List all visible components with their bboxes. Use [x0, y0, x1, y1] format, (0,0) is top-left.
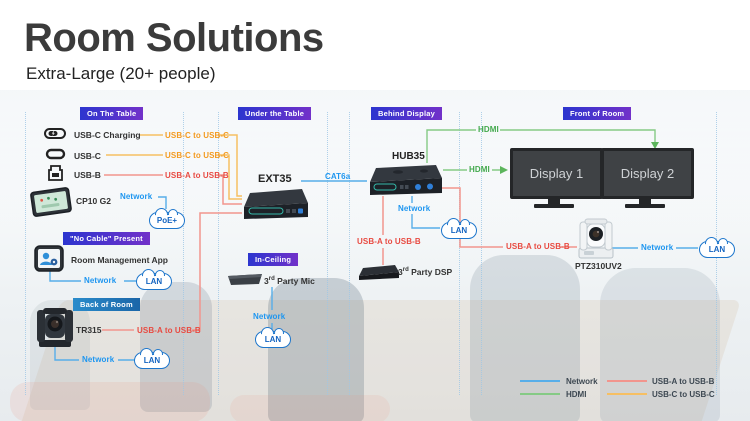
cable-label-cat6a: CAT6a	[325, 172, 351, 181]
legend-line-usb-ab	[607, 380, 647, 382]
poe-cloud: PoE+	[149, 212, 185, 229]
ptz-device-image	[578, 218, 614, 259]
hub-network-line	[411, 196, 440, 229]
section-divider	[459, 112, 460, 395]
section-divider	[25, 112, 26, 395]
lan-cloud-tr315: LAN	[134, 352, 170, 369]
legend-label-usb-ab: USB-A to USB-B	[652, 377, 715, 386]
dsp-label: 3rd Party DSP	[398, 267, 453, 277]
hub-to-ptz-cable	[442, 187, 577, 248]
cable-label-ptz-usb: USB-A to USB-B	[506, 242, 570, 251]
cable-label-usbc1: USB-C to USB-C	[165, 131, 230, 140]
section-badge-behind-display: Behind Display	[371, 107, 442, 120]
tr315-usb-cable	[102, 212, 242, 331]
legend-line-hdmi	[520, 393, 560, 395]
cable-label-usbab1: USB-A to USB-B	[165, 171, 229, 180]
legend-label-hdmi: HDMI	[566, 390, 587, 399]
mic-label: 3rd Party Mic	[264, 276, 315, 286]
legend-label-network: Network	[566, 377, 598, 386]
section-badge-on-the-table: On The Table	[80, 107, 144, 120]
cable-label-usbc2: USB-C to USB-C	[165, 151, 230, 160]
tr315-network-line	[54, 346, 134, 361]
usb-c-charging-icon	[44, 128, 66, 139]
app-network-line	[49, 271, 136, 282]
section-badge-no-cable-present: "No Cable" Present	[63, 232, 150, 245]
section-badge-back-of-room: Back of Room	[73, 298, 140, 311]
cable-label-hdmi-top: HDMI	[478, 125, 499, 134]
lan-cloud-ptz: LAN	[699, 241, 735, 258]
legend-line-network	[520, 380, 560, 382]
lan-cloud-app: LAN	[136, 273, 172, 290]
mic-device-image	[228, 274, 262, 285]
usb-c-charging-cable	[140, 134, 242, 197]
usb-c-icon	[45, 148, 66, 160]
tr315-device-image	[37, 308, 73, 347]
cable-label-cp10-network: Network	[120, 192, 153, 201]
usb-c-charging-label: USB-C Charging	[74, 130, 141, 140]
ext35-label: EXT35	[258, 173, 292, 185]
ptz-label: PTZ310UV2	[575, 261, 622, 271]
hub35-device-image	[370, 165, 442, 195]
room-app-icon	[34, 245, 64, 272]
room-app-label: Room Management App	[71, 255, 168, 265]
usb-b-cable	[104, 174, 242, 205]
lan-cloud-mic: LAN	[255, 331, 291, 348]
section-divider	[218, 112, 219, 395]
usb-c-label: USB-C	[74, 151, 101, 161]
cable-label-mic-network: Network	[253, 312, 286, 321]
cable-label-app-network: Network	[84, 276, 117, 285]
hub35-label: HUB35	[392, 151, 425, 162]
hdmi-line-display2	[426, 129, 656, 163]
dsp-device-image	[359, 265, 399, 280]
display-2-label: Display 2	[620, 166, 675, 181]
page-subtitle: Extra-Large (20+ people)	[26, 64, 216, 83]
display-2: Display 2	[601, 148, 694, 208]
section-divider	[183, 112, 184, 395]
legend-line-usb-cc	[607, 393, 647, 395]
ext35-device-image	[244, 189, 308, 219]
section-divider	[327, 112, 328, 395]
usb-b-icon	[48, 165, 63, 181]
section-badge-in-ceiling: In-Ceiling	[248, 253, 299, 266]
page-title: Room Solutions	[24, 16, 324, 60]
cp10-device-image	[30, 187, 72, 217]
section-badge-front-of-room: Front of Room	[563, 107, 632, 120]
cable-label-dsp-usb: USB-A to USB-B	[357, 237, 421, 246]
display-1-label: Display 1	[529, 166, 584, 181]
legend-label-usb-cc: USB-C to USB-C	[652, 390, 715, 399]
cp10-network-line	[158, 196, 167, 209]
cable-label-hdmi-mid: HDMI	[469, 165, 490, 174]
hdmi-arrowhead-display2	[651, 142, 659, 149]
cable-label-hub-network: Network	[398, 204, 431, 213]
hdmi-arrowhead-display1	[500, 166, 508, 174]
section-divider	[349, 112, 350, 395]
cp10-label: CP10 G2	[76, 196, 111, 206]
cable-label-ptz-network: Network	[641, 243, 674, 252]
display-1: Display 1	[510, 148, 603, 208]
usb-b-label: USB-B	[74, 170, 101, 180]
cable-label-tr315-usb: USB-A to USB-B	[137, 326, 201, 335]
usb-c-cable	[106, 154, 242, 200]
section-badge-under-the-table: Under the Table	[238, 107, 312, 120]
cable-label-tr315-network: Network	[82, 355, 115, 364]
lan-cloud-hub: LAN	[441, 222, 477, 239]
section-divider	[481, 112, 482, 395]
tr315-label: TR315	[76, 325, 102, 335]
